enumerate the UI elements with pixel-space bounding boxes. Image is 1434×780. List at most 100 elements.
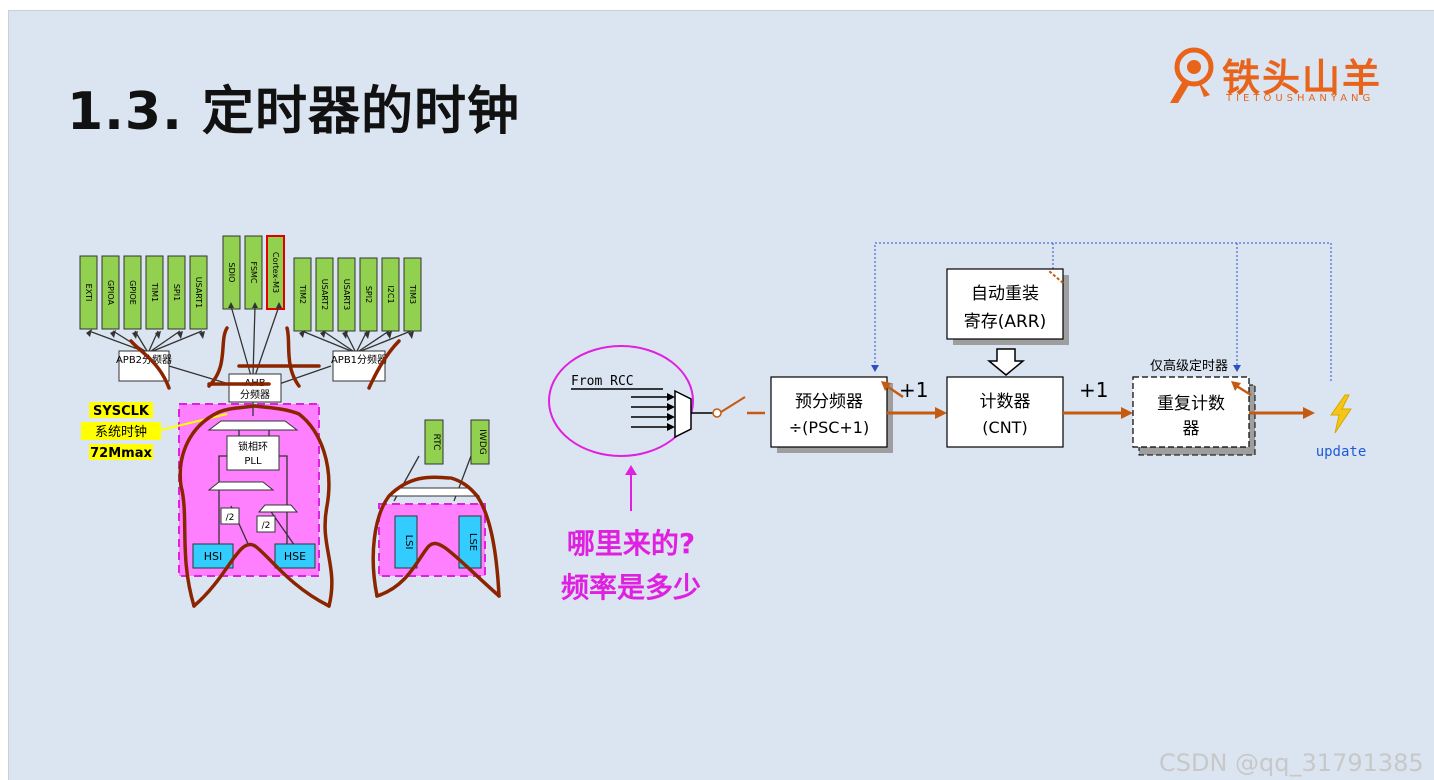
- sysclk-mux: [207, 420, 299, 431]
- hsi-divider-box: [220, 507, 240, 525]
- question-pointer-arrowhead: [625, 465, 637, 475]
- pll-label-1: 锁相环: [238, 440, 268, 453]
- peripheral-label-fsmc: FSMC: [249, 261, 258, 283]
- peripheral-box-gpioe: [123, 255, 142, 330]
- lightning-icon: [1330, 394, 1352, 434]
- peripheral-label-cortex-m3: Cortex-M3: [271, 252, 280, 293]
- ahb-prescaler-label-2: 分频器: [240, 388, 270, 401]
- prescaler-update-arrowhead: [881, 381, 891, 391]
- peripheral-label-exti: EXTI: [84, 284, 93, 302]
- sysclk-label: SYSCLK: [93, 404, 150, 419]
- update-event-label: update: [1316, 444, 1367, 460]
- counter-register: (CNT): [982, 418, 1027, 437]
- hse-divider-label: /2: [262, 521, 271, 531]
- peripheral-label-spi1: SPI1: [172, 284, 181, 301]
- hse-divider-box: [256, 515, 276, 533]
- sysclk-desc: 系统时钟: [95, 424, 147, 440]
- repetition-label-2: 器: [1183, 419, 1200, 439]
- pll-label-2: PLL: [244, 456, 262, 467]
- update-feedback-lines: [874, 242, 1332, 381]
- repetition-update-arrowhead: [1231, 381, 1241, 391]
- arr-label: 自动重装: [971, 284, 1039, 304]
- question-line-1: 哪里来的?: [567, 527, 695, 560]
- peripheral-label-tim2: TIM2: [298, 284, 307, 304]
- question-line-2: 频率是多少: [561, 571, 701, 604]
- iwdg-label: IWDG: [477, 429, 487, 454]
- arr-to-counter-arrow: [986, 348, 1026, 376]
- timer-block-diagram: From RCC 哪里来的? 频率是多少 预分频器 ÷(PSC+1) +1: [548, 242, 1367, 604]
- peripheral-box-usart1: [189, 255, 208, 330]
- ahb-prescaler-box: [228, 373, 282, 403]
- hse-label: HSE: [284, 550, 306, 563]
- peripheral-box-fsmc: [244, 235, 263, 310]
- peripheral-label-tim3: TIM3: [408, 284, 417, 304]
- hsi-divider-label: /2: [226, 513, 235, 523]
- arr-preload-mark: [1048, 270, 1064, 284]
- ram-head-icon: [1170, 47, 1214, 103]
- ls-mux: [387, 487, 481, 497]
- hsi-label: HSI: [204, 550, 223, 563]
- peripheral-box-spi1: [167, 255, 186, 330]
- peripheral-label-gpioe: GPIOE: [128, 280, 137, 305]
- peripheral-label-sdio: SDIO: [227, 263, 236, 283]
- apb2-prescaler-label: APB2分频器: [116, 353, 172, 366]
- apb1-peripherals: TIM2 USART2 USART3 SPI2 I2C1 TIM3: [293, 257, 422, 332]
- sysclk-max: 72Mmax: [90, 446, 152, 461]
- clock-enable-switch[interactable]: [720, 396, 746, 413]
- counter-label: 计数器: [980, 392, 1031, 412]
- ahb-peripherals: SDIO FSMC Cortex-M3: [222, 235, 285, 310]
- repetition-label-1: 重复计数: [1157, 394, 1225, 414]
- arr-box: [946, 268, 1064, 340]
- hse-div-mux: [257, 504, 299, 513]
- sysclk-pointer: [160, 413, 228, 431]
- logo-text: 铁头山羊: [1222, 56, 1383, 100]
- apb1-prescaler-label: APB1分频器: [331, 353, 387, 366]
- lsi-oscillator: [394, 515, 418, 569]
- clock-select-mux: [674, 389, 692, 439]
- prescaler-formula: ÷(PSC+1): [789, 418, 869, 437]
- prescaler-to-counter-arrowhead: [935, 407, 947, 419]
- peripheral-box-gpioa: [101, 255, 120, 330]
- pll-box: [226, 435, 280, 471]
- rcc-source-highlight: [548, 345, 694, 457]
- hsi-oscillator: [192, 543, 234, 569]
- watermark: CSDN @qq_31791385: [1159, 749, 1424, 777]
- peripheral-label-tim1: TIM1: [150, 282, 159, 302]
- peripheral-box-tim1: [145, 255, 164, 330]
- peripheral-label-usart1: USART1: [194, 277, 203, 309]
- peripheral-label-i2c1: I2C1: [386, 285, 395, 303]
- counter-tick-label: +1: [1079, 378, 1108, 402]
- rcc-input-arrows: [631, 396, 671, 428]
- from-rcc-label: From RCC: [571, 374, 634, 389]
- lsi-label: LSI: [403, 535, 414, 550]
- peripheral-box-i2c1: [381, 257, 400, 332]
- peripheral-label-usart3: USART3: [342, 279, 351, 311]
- counter-to-repetition-arrowhead: [1121, 407, 1133, 419]
- prescaler-box: [770, 376, 888, 448]
- advanced-timer-note: 仅高级定时器: [1150, 358, 1228, 374]
- page-title: 1.3. 定时器的时钟: [67, 82, 520, 142]
- lse-label: LSE: [467, 533, 478, 551]
- sysclk-label-bg-3: [89, 444, 153, 460]
- arr-register: 寄存(ARR): [964, 312, 1047, 332]
- counter-box: [946, 376, 1064, 448]
- apb2-peripherals: EXTI GPIOA GPIOE TIM1 SPI1 USART1: [79, 255, 208, 330]
- peripheral-box-usart3: [337, 257, 356, 332]
- logo: 铁头山羊 TIETOUSHANYANG: [1164, 43, 1424, 113]
- peripheral-box-tim3: [403, 257, 422, 332]
- prescaler-label: 预分频器: [795, 392, 863, 412]
- apb1-prescaler-box: [332, 350, 386, 382]
- pll-input-mux: [207, 481, 275, 491]
- sysclk-label-bg-2: [81, 422, 161, 440]
- slide: 1.3. 定时器的时钟 铁头山羊 TIETOUSHANYANG EXTI GPIO…: [8, 10, 1434, 780]
- sysclk-label-bg-1: [89, 402, 153, 418]
- peripheral-label-usart2: USART2: [320, 279, 329, 311]
- peripheral-box-spi2: [359, 257, 378, 332]
- peripheral-box-exti: [79, 255, 98, 330]
- peripheral-label-spi2: SPI2: [364, 286, 373, 303]
- clock-enable-switch-pivot: [712, 408, 722, 418]
- hse-oscillator: [274, 543, 316, 569]
- clock-tree-diagram: EXTI GPIOA GPIOE TIM1 SPI1 USART1 SDIO FSMC Cor…: [79, 235, 501, 608]
- rtc-label: RTC: [431, 434, 441, 451]
- peripheral-label-gpioa: GPIOA: [106, 280, 115, 306]
